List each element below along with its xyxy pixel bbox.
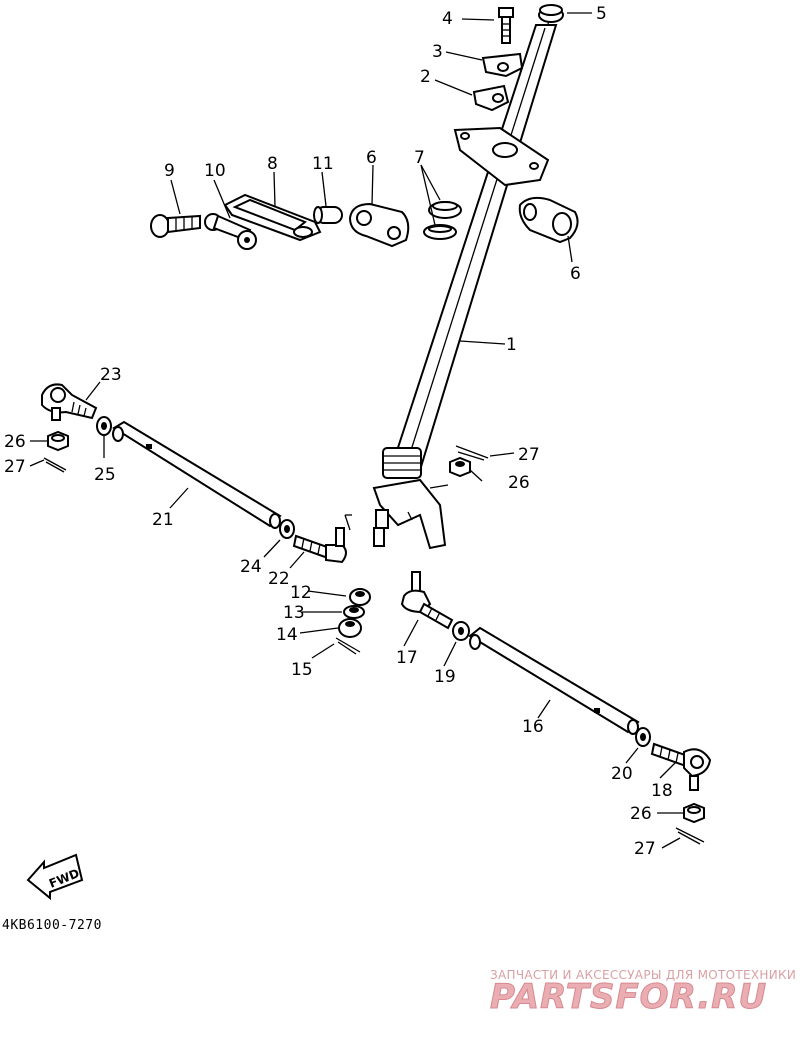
callout-20: 20 — [611, 764, 633, 784]
callout-6-left: 6 — [366, 148, 377, 168]
nut-part-24 — [279, 519, 295, 539]
callout-18: 18 — [651, 781, 673, 801]
callout-21: 21 — [152, 510, 174, 530]
callout-24: 24 — [240, 557, 262, 577]
nut-part-26-right — [683, 802, 705, 824]
collar-part-11 — [313, 206, 343, 224]
callout-27-right: 27 — [634, 839, 656, 859]
callout-13: 13 — [283, 603, 305, 623]
washer-part-13 — [343, 605, 365, 619]
nut-part-26-left — [47, 430, 69, 452]
tie-rod-end-part-17 — [400, 571, 454, 630]
callout-14: 14 — [276, 625, 298, 645]
callout-27-left: 27 — [4, 457, 26, 477]
callouts: 1 2 3 4 5 6 6 7 8 9 10 11 12 13 14 15 16… — [4, 4, 673, 859]
callout-22: 22 — [268, 569, 290, 589]
cotter-pin-part-27-center — [455, 445, 489, 461]
watermark-tagline: ЗАПЧАСТИ И АКСЕССУАРЫ ДЛЯ МОТОТЕХНИКИ — [490, 968, 797, 982]
callout-25: 25 — [94, 465, 116, 485]
callout-3: 3 — [432, 42, 443, 62]
cotter-pin-part-27-left — [43, 457, 67, 473]
lower-collar — [382, 447, 422, 479]
callout-27-center: 27 — [518, 445, 540, 465]
nut-part-19 — [452, 621, 470, 641]
callout-9: 9 — [164, 161, 175, 181]
bolt-part-9 — [150, 214, 201, 238]
callout-15: 15 — [291, 660, 313, 680]
fwd-arrow-icon: FWD — [26, 853, 84, 901]
callout-26-right: 26 — [630, 804, 652, 824]
callout-5: 5 — [596, 4, 607, 24]
steering-shaft — [390, 9, 558, 472]
plate-part-8 — [223, 193, 322, 242]
clamp-part-6-left — [348, 202, 410, 248]
watermark-logo-text: PARTSFOR.RU — [490, 977, 767, 1017]
holder-part-2 — [472, 84, 510, 112]
callout-16: 16 — [522, 717, 544, 737]
callout-7: 7 — [414, 148, 425, 168]
callout-8: 8 — [267, 154, 278, 174]
nut-part-26-center — [449, 456, 471, 478]
callout-19: 19 — [434, 667, 456, 687]
callout-2: 2 — [420, 67, 431, 87]
holder-part-3 — [481, 52, 524, 78]
callout-11: 11 — [312, 154, 334, 174]
cotter-pin-part-27-right — [675, 827, 705, 845]
tie-rod-end-part-23 — [41, 383, 98, 421]
diagram-reference-code: 4KB6100-7270 — [2, 918, 102, 933]
watermark-logo: PARTSFOR.RU — [490, 977, 767, 1018]
tie-rod-part-16 — [468, 626, 640, 735]
leader-lines — [29, 12, 684, 849]
cotter-pin-part-15 — [335, 637, 361, 655]
clamp-part-6-right — [518, 196, 579, 244]
callout-12: 12 — [290, 583, 312, 603]
tie-rod-end-part-18 — [650, 742, 712, 791]
link-part-10 — [204, 213, 257, 250]
callout-1: 1 — [506, 335, 517, 355]
upper-bracket — [453, 126, 550, 187]
bushing-part-7 — [423, 201, 462, 240]
cap-part-5 — [538, 4, 564, 23]
callout-4: 4 — [442, 9, 453, 29]
tie-rod-part-21 — [112, 420, 282, 529]
callout-17: 17 — [396, 648, 418, 668]
bolt-part-4 — [498, 7, 514, 44]
pitman-arm — [344, 478, 449, 550]
collar-part-12 — [349, 588, 371, 606]
callout-26-center: 26 — [508, 473, 530, 493]
nut-part-25 — [96, 416, 112, 436]
callout-26-left: 26 — [4, 432, 26, 452]
callout-6-right: 6 — [570, 264, 581, 284]
callout-10: 10 — [204, 161, 226, 181]
nut-part-20 — [635, 727, 651, 747]
tie-rod-end-part-22 — [292, 527, 347, 564]
callout-23: 23 — [100, 365, 122, 385]
nut-part-14 — [338, 618, 362, 638]
